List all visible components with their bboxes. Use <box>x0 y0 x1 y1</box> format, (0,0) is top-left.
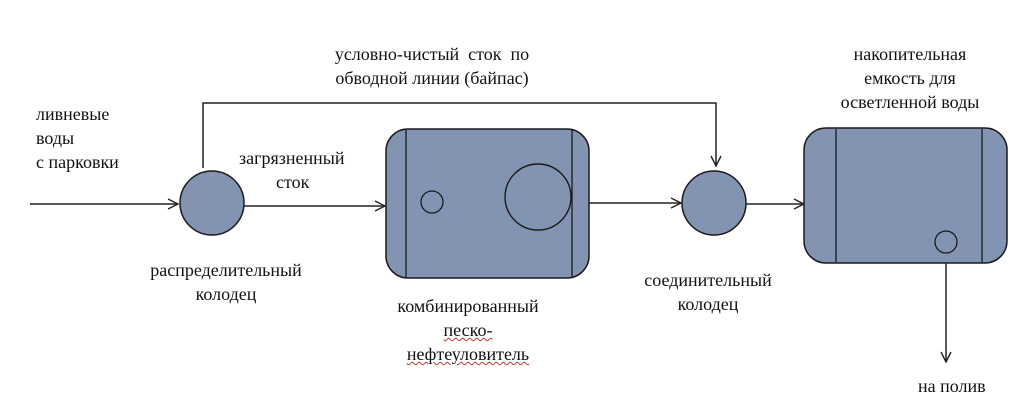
separator-label-line3: нефтеуловитель <box>406 344 530 364</box>
dirty-flow-label: загрязненный сток <box>239 146 345 194</box>
separator-label-line2: песко- <box>443 320 493 340</box>
storage-label-line3: осветленной воды <box>840 92 980 112</box>
storage-label-line1: накопительная <box>853 44 967 64</box>
bypass-label: условно-чистый сток по обводной линии (б… <box>282 42 582 90</box>
dirty-flow-label-line2: сток <box>276 172 310 192</box>
storage-label: накопительная емкость для осветленной во… <box>810 42 1010 114</box>
storage-outlet <box>934 230 958 254</box>
input-label: ливневые воды с парковки <box>36 102 119 174</box>
input-label-line2: воды <box>36 128 75 148</box>
separator-label-line1: комбинированный <box>397 296 539 316</box>
connecting-well <box>681 170 747 236</box>
irrigation-label: на полив <box>918 376 986 396</box>
input-label-line1: ливневые <box>36 104 110 124</box>
connecting-well-label-line1: соединительный <box>644 270 772 290</box>
distribution-well <box>179 170 245 236</box>
input-label-line3: с парковки <box>36 152 119 172</box>
connecting-well-label: соединительный колодец <box>608 268 808 316</box>
separator-large-opening <box>504 163 572 231</box>
storage-label-line2: емкость для <box>864 68 956 88</box>
distribution-well-label: распределительный колодец <box>116 258 336 306</box>
connecting-well-label-line2: колодец <box>677 294 739 314</box>
distribution-well-label-line2: колодец <box>195 284 257 304</box>
bypass-label-line2: обводной линии (байпас) <box>335 68 529 88</box>
distribution-well-label-line1: распределительный <box>150 260 302 280</box>
separator-small-opening <box>420 190 444 214</box>
dirty-flow-label-line1: загрязненный <box>239 148 345 168</box>
separator-label: комбинированный песко- нефтеуловитель <box>358 294 578 366</box>
bypass-label-line1: условно-чистый сток по <box>334 44 530 64</box>
storage-tank <box>803 127 1008 264</box>
bypass-line <box>202 102 716 168</box>
